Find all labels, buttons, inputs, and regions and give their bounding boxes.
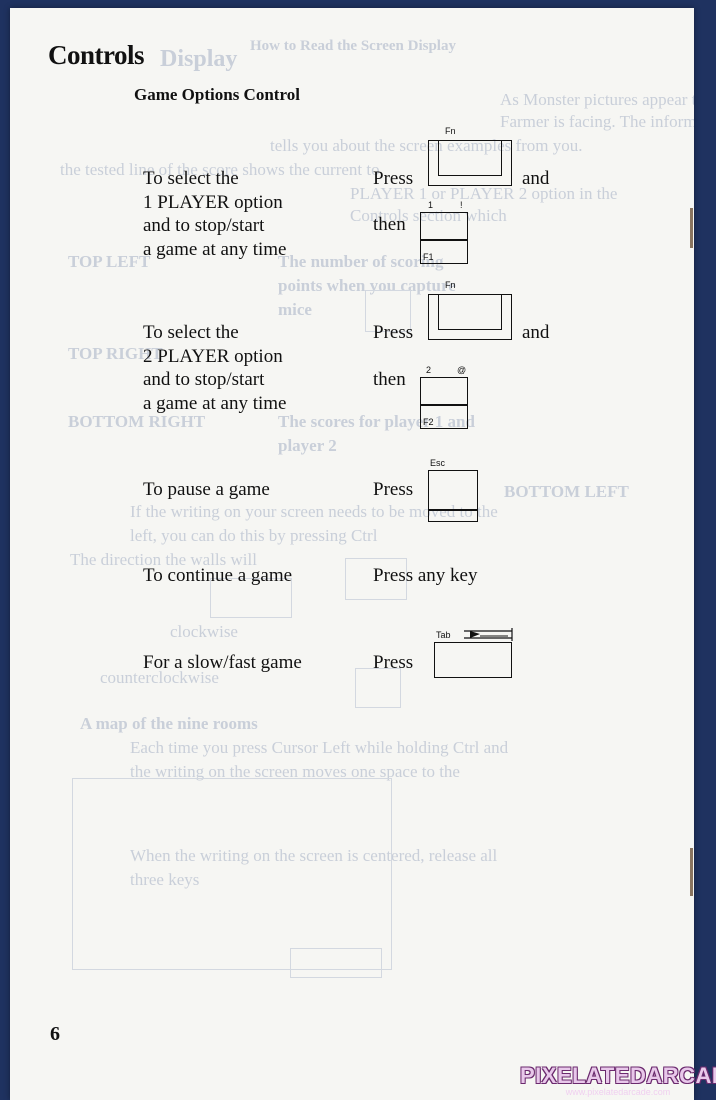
f1-key-icon: 1 ! F1 — [420, 198, 470, 264]
bleed-line: mice — [278, 300, 312, 319]
f2-key-icon: 2 @ F2 — [420, 363, 470, 429]
bleed-line: TOP LEFT — [68, 252, 151, 271]
fn-key-icon: Fn — [428, 280, 512, 340]
tab-key-icon: Tab — [434, 628, 518, 680]
staple-mark — [690, 208, 693, 248]
bleed-line: If the writing on your screen needs to b… — [130, 502, 498, 521]
instruction-line: 2 PLAYER option — [143, 345, 283, 367]
bleed-key-shape — [345, 558, 407, 600]
then-label: then — [373, 369, 406, 390]
and-label: and — [522, 322, 550, 343]
watermark-logo: PIXELATEDARCADE — [520, 1063, 716, 1088]
tab-arrow-icon — [464, 628, 513, 641]
instruction-text: To select the 1 PLAYER option and to sto… — [143, 167, 287, 261]
bleed-heading-a: Display — [160, 46, 238, 72]
key-upper — [420, 377, 468, 405]
bleed-line: A map of the nine rooms — [80, 714, 258, 733]
bleed-line: Each time you press Cursor Left while ho… — [130, 738, 509, 757]
instruction-line: 1 PLAYER option — [143, 191, 283, 213]
key-label-top-left: 1 — [428, 200, 434, 210]
bleed-line: The number of scoring — [278, 252, 444, 271]
key-inner — [438, 140, 502, 176]
bleed-heading-b: How to Read the Screen Display — [250, 38, 456, 54]
page-title: Controls — [48, 40, 145, 70]
bleed-line: The scores for player 1 and — [278, 412, 475, 431]
staple-mark — [690, 848, 693, 896]
press-label: Press — [373, 168, 414, 189]
instruction-line: To pause a game — [143, 479, 270, 500]
fn-key-icon: Fn — [428, 126, 512, 186]
and-label: and — [522, 168, 550, 189]
instruction-line: and to stop/start — [143, 215, 265, 236]
key-body — [434, 642, 512, 678]
key-label-top-left: 2 — [426, 365, 432, 375]
press-label: Press any key — [373, 565, 478, 586]
bleed-map-shape — [290, 948, 382, 978]
key-label: Esc — [430, 458, 446, 468]
bleed-map-shape — [72, 778, 392, 970]
key-inner — [438, 294, 502, 330]
bleed-line: left, you can do this by pressing Ctrl — [130, 526, 378, 545]
bleed-line: As Monster pictures appear the direction — [500, 90, 694, 109]
bleed-line: The direction the walls will — [70, 550, 257, 569]
instruction-line: and to stop/start — [143, 369, 265, 390]
key-label: Fn — [445, 126, 456, 136]
bleed-line: PLAYER 1 or PLAYER 2 option in the — [350, 184, 618, 203]
key-label-top-right: @ — [457, 365, 467, 375]
key-label: Tab — [436, 630, 451, 640]
bleed-line: the writing on the screen moves one spac… — [130, 762, 460, 781]
key-lower — [428, 510, 478, 522]
manual-page: Display How to Read the Screen Display A… — [10, 8, 694, 1100]
instruction-line: To select the — [143, 322, 239, 343]
key-label: Fn — [445, 280, 456, 290]
esc-key-icon: Esc — [428, 456, 480, 526]
page-number: 6 — [50, 1023, 60, 1045]
bleed-key-shape — [355, 668, 401, 708]
key-label-bottom: F1 — [423, 252, 434, 262]
instruction-line: a game at any time — [143, 238, 287, 260]
press-label: Press — [373, 322, 414, 343]
key-lower — [420, 240, 468, 264]
bleed-line: Farmer is facing. The information below — [500, 112, 694, 131]
bleed-line: TOP RIGHT — [68, 344, 163, 363]
bleed-line: BOTTOM LEFT — [504, 482, 629, 501]
press-label: Press — [373, 652, 414, 673]
bleed-line: BOTTOM RIGHT — [68, 412, 206, 431]
bleed-key-shape — [210, 578, 292, 618]
key-label-bottom: F2 — [423, 417, 434, 427]
bleed-line: points when you capture — [278, 276, 456, 295]
instruction-line: a game at any time — [143, 392, 287, 414]
bleed-line: When the writing on the screen is center… — [130, 846, 498, 865]
key-upper — [420, 212, 468, 240]
instruction-line: For a slow/fast game — [143, 652, 302, 673]
key-lower — [420, 405, 468, 429]
section-subtitle: Game Options Control — [134, 85, 300, 104]
bleed-line: clockwise — [170, 622, 238, 641]
bleed-line: player 2 — [278, 436, 337, 455]
bleed-line: tells you about the screen examples from… — [270, 136, 583, 155]
key-label-top-right: ! — [460, 200, 463, 210]
press-label: Press — [373, 479, 414, 500]
instruction-line: To continue a game — [143, 565, 293, 586]
instruction-text: To select the 2 PLAYER option and to sto… — [143, 321, 287, 415]
bleed-line: counterclockwise — [100, 668, 219, 687]
key-upper — [428, 470, 478, 510]
watermark-url: www.pixelatedarcade.com — [565, 1087, 671, 1097]
then-label: then — [373, 214, 406, 235]
bleed-line: the tested line of the score shows the c… — [60, 160, 380, 179]
bleed-line: three keys — [130, 870, 200, 889]
bleed-key-shape — [365, 290, 411, 332]
instruction-line: To select the — [143, 168, 239, 189]
